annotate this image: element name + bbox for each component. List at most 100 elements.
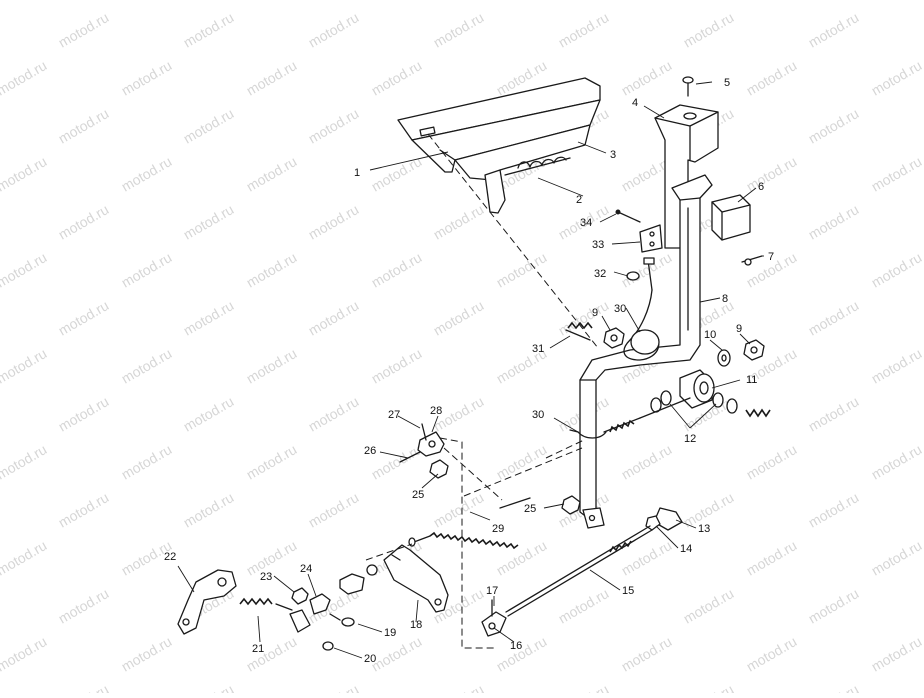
screw-part-5: [683, 77, 693, 96]
callout-9a: 9: [592, 307, 598, 319]
watermark-text: motod.ru: [369, 0, 425, 3]
callout-11: 11: [746, 374, 757, 386]
callout-18: 18: [410, 619, 422, 631]
watermark-text: motod.ru: [0, 249, 49, 290]
callout-2: 2: [576, 194, 582, 206]
callout-10: 10: [704, 329, 716, 341]
callout-20: 20: [364, 653, 376, 665]
watermark-text: motod.ru: [869, 153, 924, 194]
watermark-text: motod.ru: [306, 489, 362, 530]
watermark-text: motod.ru: [0, 633, 49, 674]
callout-28: 28: [430, 405, 442, 417]
watermark-text: motod.ru: [494, 0, 550, 3]
watermark-text: motod.ru: [0, 537, 49, 578]
watermark-text: motod.ru: [369, 249, 425, 290]
watermark-text: motod.ru: [0, 57, 49, 98]
watermark-text: motod.ru: [0, 0, 49, 3]
callout-33: 33: [592, 239, 604, 251]
callout-8: 8: [722, 293, 728, 305]
watermark-text: motod.ru: [619, 633, 675, 674]
watermark-text: motod.ru: [369, 57, 425, 98]
watermark-text: motod.ru: [806, 585, 862, 626]
watermark-text: motod.ru: [806, 489, 862, 530]
callout-25a: 25: [412, 489, 424, 501]
callout-23: 23: [260, 571, 272, 583]
callout-15: 15: [622, 585, 634, 597]
watermark-text: motod.ru: [806, 201, 862, 242]
watermark-text: motod.ru: [119, 249, 175, 290]
bushing-part-11: [680, 370, 714, 408]
watermark-text: motod.ru: [556, 9, 612, 50]
watermark-text: motod.ru: [306, 393, 362, 434]
watermark-text: motod.ru: [744, 0, 800, 3]
callout-27: 27: [388, 409, 400, 421]
nut-part-9-right: [744, 340, 764, 360]
watermark-text: motod.ru: [369, 633, 425, 674]
watermark-text: motod.ru: [744, 57, 800, 98]
rod-end-part-16: [482, 612, 506, 636]
watermark-text: motod.ru: [56, 9, 112, 50]
watermark-text: motod.ru: [431, 9, 487, 50]
block-part-6: [712, 195, 750, 240]
callout-1: 1: [354, 167, 360, 179]
callout-30a: 30: [614, 303, 626, 315]
callout-17: 17: [486, 585, 498, 597]
watermark-text: motod.ru: [806, 105, 862, 146]
watermark-text: motod.ru: [119, 0, 175, 3]
watermark-text: motod.ru: [681, 585, 737, 626]
pivot-bolt: [604, 398, 690, 432]
watermark-text: motod.ru: [56, 201, 112, 242]
callout-7: 7: [768, 251, 774, 263]
watermark-text: motod.ru: [119, 345, 175, 386]
watermark-text: motod.ru: [619, 537, 675, 578]
watermark-text: motod.ru: [431, 681, 487, 693]
watermark-text: motod.ru: [56, 585, 112, 626]
watermark-text: motod.ru: [869, 0, 924, 3]
bracket-plate-part-18: [384, 545, 448, 612]
watermark-text: motod.ru: [556, 681, 612, 693]
watermark-text: motod.ru: [556, 585, 612, 626]
watermark-text: motod.ru: [494, 441, 550, 482]
watermark-text: motod.ru: [119, 57, 175, 98]
watermark-text: motod.ru: [369, 441, 425, 482]
watermark-text: motod.ru: [0, 345, 49, 386]
watermark-text: motod.ru: [244, 441, 300, 482]
callout-4: 4: [632, 97, 638, 109]
watermark-text: motod.ru: [181, 297, 237, 338]
callout-31: 31: [532, 343, 544, 355]
nut-part-25-left: [430, 460, 448, 478]
callout-6: 6: [758, 181, 764, 193]
callout-22: 22: [164, 551, 176, 563]
watermark-text: motod.ru: [619, 249, 675, 290]
callout-21: 21: [252, 643, 264, 655]
callout-9b: 9: [736, 323, 742, 335]
watermark-text: motod.ru: [56, 105, 112, 146]
watermark-text: motod.ru: [744, 633, 800, 674]
watermark-text: motod.ru: [806, 9, 862, 50]
callout-30b: 30: [532, 409, 544, 421]
pivot-part-28: [418, 432, 444, 456]
callout-26: 26: [364, 445, 376, 457]
watermark-text: motod.ru: [306, 105, 362, 146]
watermark-text: motod.ru: [306, 681, 362, 693]
callout-13: 13: [698, 523, 710, 535]
watermark-text: motod.ru: [744, 153, 800, 194]
watermark-text: motod.ru: [244, 0, 300, 3]
watermark-text: motod.ru: [181, 393, 237, 434]
washer-part-10: [718, 350, 730, 366]
watermark-text: motod.ru: [306, 297, 362, 338]
pin-part-20: [323, 642, 333, 650]
watermark-text: motod.ru: [869, 345, 924, 386]
watermark-text: motod.ru: [431, 489, 487, 530]
watermark-text: motod.ru: [306, 201, 362, 242]
callout-16: 16: [510, 640, 522, 652]
watermark-text: motod.ru: [0, 441, 49, 482]
watermark-text: motod.ru: [181, 681, 237, 693]
watermark-text: motod.ru: [619, 0, 675, 3]
rail-bracket-part-1: [398, 78, 600, 213]
watermark-text: motod.ru: [244, 153, 300, 194]
watermark-text: motod.ru: [869, 633, 924, 674]
watermark-text: motod.ru: [119, 153, 175, 194]
watermark-text: motod.ru: [244, 249, 300, 290]
